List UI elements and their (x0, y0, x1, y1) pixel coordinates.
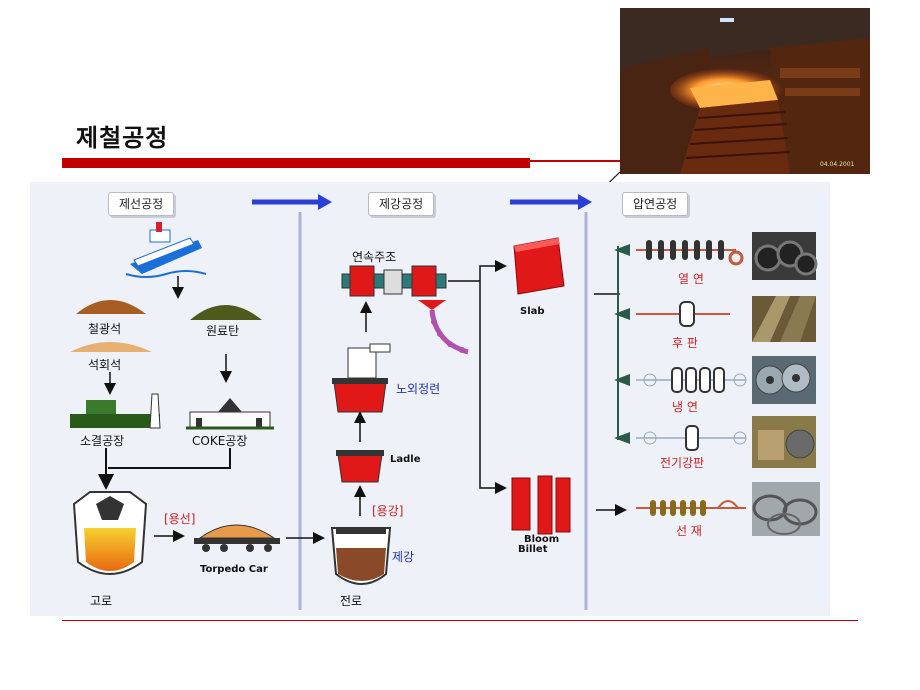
process-diagram: 제선공정 제강공정 압연공정 철광석 원료탄 석회석 소결공장 COKE공장 [… (30, 182, 830, 616)
coke-plant-icon (186, 398, 274, 430)
wire-rod-mill-icon (636, 500, 746, 516)
blast-furnace-icon (72, 491, 148, 575)
label-molten-steel: [용강] (372, 504, 404, 518)
label-electrical-steel: 전기강판 (660, 456, 705, 470)
limestone-pile-icon (70, 342, 152, 352)
cold-rolling-mill-icon (636, 367, 747, 393)
slab-icon (513, 237, 565, 295)
cold-rolled-coil-photo (752, 356, 816, 404)
label-plate: 후 판 (672, 336, 698, 350)
label-cold-rolled: 냉 연 (672, 400, 698, 414)
label-slab: Slab (520, 306, 545, 317)
hot-rolled-coil-photo (752, 232, 818, 280)
label-billet: Billet (518, 544, 548, 555)
secondary-refining-icon (332, 343, 391, 413)
slide-title: 제철공정 (76, 124, 169, 152)
label-steelmaking: 제강 (392, 550, 415, 564)
label-limestone: 석회석 (88, 358, 122, 372)
title-underline-bar (62, 158, 530, 168)
label-wire-rod: 선 재 (676, 524, 702, 538)
label-coke-plant: COKE공장 (192, 434, 248, 448)
electrical-steel-photo (752, 416, 816, 468)
label-bloom: Bloom (524, 534, 560, 545)
label-ladle: Ladle (390, 454, 421, 465)
label-coal: 원료탄 (206, 324, 240, 338)
iron-ore-pile-icon (76, 300, 146, 314)
torpedo-car-icon (194, 524, 280, 552)
electrical-steel-mill-icon (636, 425, 747, 451)
ladle-icon (336, 450, 384, 483)
diagram-graphics (70, 194, 820, 610)
label-secondary-refining: 노외정련 (396, 382, 441, 396)
label-continuous-casting: 연속주조 (352, 250, 397, 264)
label-iron-ore: 철광석 (88, 322, 122, 336)
bloom-billet-icon (511, 475, 571, 535)
plate-photo (752, 296, 816, 342)
rolling-mill-photo: 04.04.2001 (620, 8, 870, 174)
section-tag-rolling: 압연공정 (622, 192, 689, 216)
converter-icon (330, 527, 392, 585)
label-molten-iron: [용선] (164, 512, 196, 526)
flow-arrow-2 (510, 194, 592, 210)
ore-ship-icon (125, 222, 207, 278)
section-tag-ironmaking: 제선공정 (108, 192, 175, 216)
footer-line (62, 620, 858, 621)
hot-rolling-mill-icon (636, 240, 744, 266)
label-sinter-plant: 소결공장 (80, 434, 125, 448)
sinter-plant-icon (70, 393, 161, 429)
label-hot-rolled: 열 연 (678, 272, 704, 286)
label-torpedo-car: Torpedo Car (200, 564, 268, 575)
plate-mill-icon (636, 301, 730, 327)
wire-rod-photo (752, 482, 820, 536)
label-converter: 전로 (340, 594, 363, 608)
flow-arrow-1 (252, 194, 332, 210)
continuous-caster-icon (341, 265, 469, 355)
coal-pile-icon (190, 305, 262, 320)
photo-timestamp: 04.04.2001 (820, 161, 855, 168)
section-tag-steelmaking: 제강공정 (368, 192, 435, 216)
label-blast-furnace: 고로 (90, 594, 113, 608)
